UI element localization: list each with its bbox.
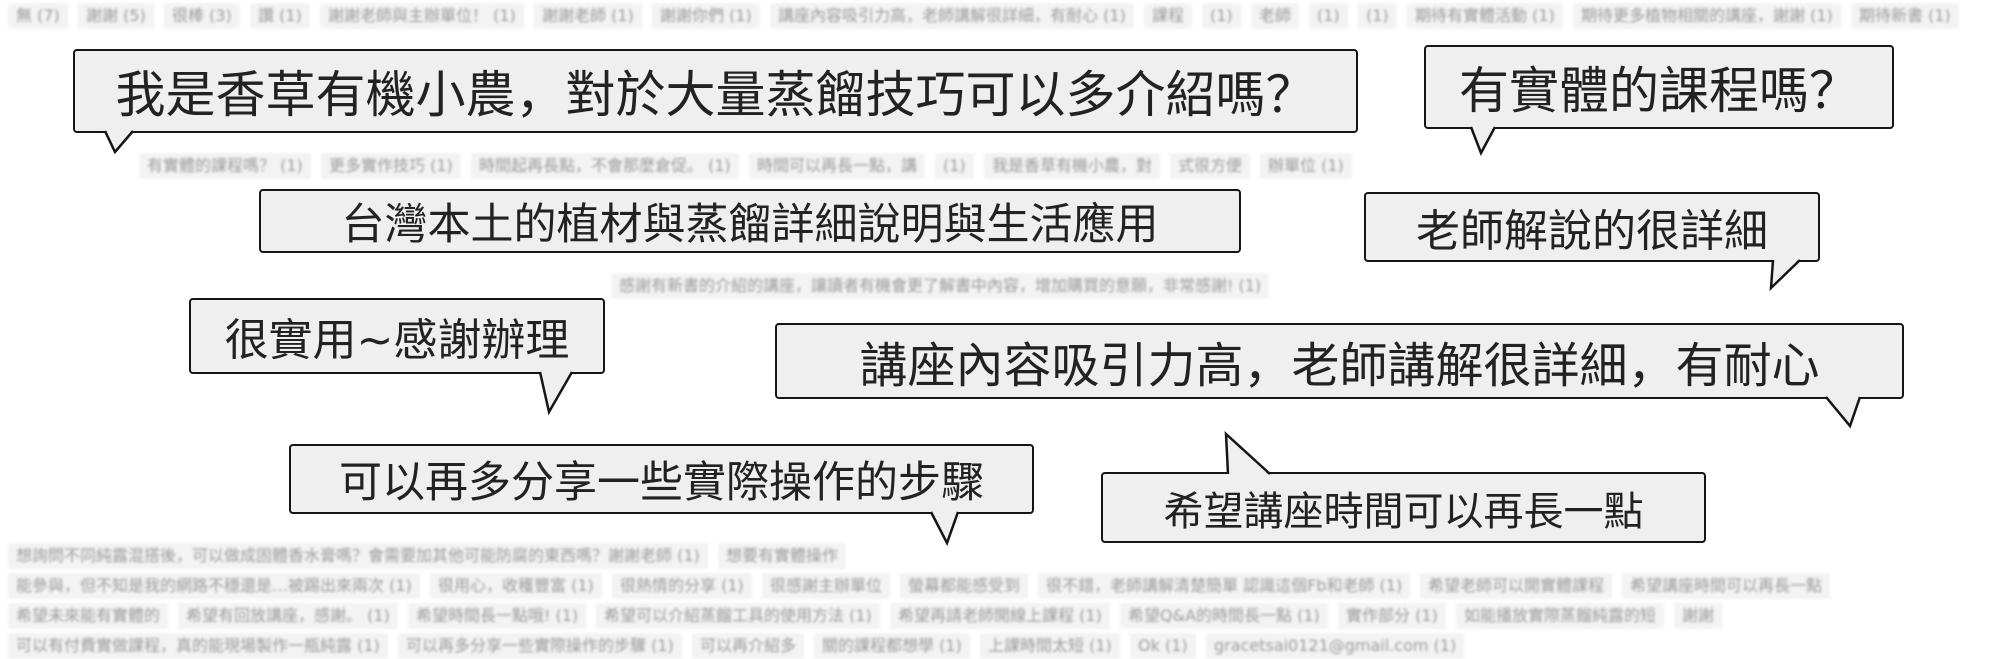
- feedback-tag: 希望未來能有實體的: [8, 603, 169, 629]
- feedback-tag: 謝謝老師與主辦單位！ (1): [320, 3, 524, 29]
- speech-bubble: 希望講座時間可以再長一點: [1101, 472, 1706, 543]
- feedback-tag: 如能播放實際蒸餾純露的短: [1456, 603, 1665, 629]
- feedback-tag: 謝謝老師 (1): [534, 3, 642, 29]
- feedback-tag: 希望講座時間可以再長一點: [1622, 573, 1831, 599]
- feedback-tag: 上課時間太短 (1): [980, 633, 1120, 659]
- feedback-tag: 希望有回放講座，感謝。 (1): [178, 603, 398, 629]
- feedback-tag: 螢幕都能感受到: [900, 573, 1029, 599]
- speech-bubble: 台灣本土的植材與蒸餾詳細說明與生活應用: [259, 189, 1241, 253]
- feedback-tag: gracetsai0121@gmail.com (1): [1206, 633, 1465, 659]
- bubble-text: 可以再多分享一些實際操作的步驟: [339, 458, 984, 508]
- feedback-tag: 想要有實體操作: [718, 543, 847, 569]
- feedback-tag: 老師: [1251, 3, 1300, 29]
- feedback-tag: 課程: [1144, 3, 1193, 29]
- speech-bubble: 講座內容吸引力高，老師講解很詳細，有耐心: [775, 323, 1904, 399]
- feedback-tag: 很棒 (3): [164, 3, 240, 29]
- feedback-tag: 時間起再長點，不會那麼倉促。 (1): [471, 153, 739, 179]
- bubble-text: 講座內容吸引力高，老師講解很詳細，有耐心: [859, 338, 1820, 394]
- feedback-tag: 希望再請老師開線上課程 (1): [890, 603, 1110, 629]
- feedback-tag: 實作部分 (1): [1338, 603, 1446, 629]
- feedback-tag: 我是香草有機小農，對: [984, 153, 1161, 179]
- bubble-text: 老師解說的很詳細: [1416, 206, 1768, 257]
- feedback-tag: 希望時間長一點哦! (1): [408, 603, 587, 629]
- feedback-tag: 很用心，收穫豐富 (1): [430, 573, 602, 599]
- feedback-tag: 期待有實體活動 (1): [1407, 3, 1563, 29]
- feedback-tag: 講座內容吸引力高，老師講解很詳細，有耐心 (1): [770, 3, 1134, 29]
- feedback-tag: 希望可以介紹蒸餾工具的使用方法 (1): [596, 603, 880, 629]
- bubble-text: 希望講座時間可以再長一點: [1163, 488, 1644, 535]
- speech-bubble: 可以再多分享一些實際操作的步驟: [289, 444, 1034, 514]
- bubble-text: 有實體的課程嗎？: [1459, 62, 1859, 120]
- feedback-tag: 謝謝你們 (1): [652, 3, 760, 29]
- feedback-tag: 可以再多分享一些實際操作的步驟 (1): [398, 633, 682, 659]
- feedback-tag: 希望Q&A的時間長一點 (1): [1120, 603, 1328, 629]
- feedback-tag: (1): [1309, 3, 1348, 29]
- feedback-tag: 很感謝主辦單位: [762, 573, 891, 599]
- feedback-tag: 更多實作技巧 (1): [321, 153, 461, 179]
- feedback-tag: 式很方便: [1170, 153, 1251, 179]
- feedback-tag: (1): [935, 153, 974, 179]
- bubble-text: 台灣本土的植材與蒸餾詳細說明與生活應用: [341, 200, 1159, 250]
- feedback-tag: 希望老師可以開實體課程: [1420, 573, 1613, 599]
- speech-bubble: 老師解說的很詳細: [1364, 192, 1820, 262]
- feedback-tag: 期待新書 (1): [1851, 3, 1959, 29]
- feedback-tag: 可以有付費實做課程，真的能現場製作一瓶純露 (1): [8, 633, 388, 659]
- feedback-tag: 期待更多植物相關的講座，謝謝 (1): [1573, 3, 1841, 29]
- feedback-tag: 能參與，但不知是我的網路不穩還是…被踢出來兩次 (1): [8, 573, 420, 599]
- feedback-tag: 很不錯，老師講解清楚簡單 認識這個Fb和老師 (1): [1038, 573, 1411, 599]
- feedback-tag: 關的課程都想學 (1): [814, 633, 970, 659]
- feedback-tag: 謝謝 (5): [78, 3, 154, 29]
- speech-bubble: 很實用~感謝辦理: [189, 298, 605, 374]
- feedback-tag: 感謝有新書的介紹的講座，讓讀者有機會更了解書中內容，增加購買的意願，非常感謝! …: [611, 273, 1270, 299]
- feedback-tag: 謝謝: [1674, 603, 1723, 629]
- feedback-tag: 讚 (1): [250, 3, 310, 29]
- feedback-tag: (1): [1358, 3, 1397, 29]
- speech-bubble: 我是香草有機小農，對於大量蒸餾技巧可以多介紹嗎？: [73, 49, 1358, 133]
- bubble-text: 我是香草有機小農，對於大量蒸餾技巧可以多介紹嗎？: [115, 66, 1316, 124]
- feedback-tag: (1): [1202, 3, 1241, 29]
- speech-bubble: 有實體的課程嗎？: [1424, 45, 1894, 129]
- feedback-tag: 有實體的課程嗎？ (1): [139, 153, 311, 179]
- feedback-tag: 辦單位 (1): [1260, 153, 1352, 179]
- feedback-tag: 想詢問不同純露混搭後，可以做成固體香水膏嗎？會需要加其他可能防腐的東西嗎？謝謝老…: [8, 543, 708, 569]
- feedback-tag: Ok (1): [1130, 633, 1196, 659]
- bubble-text: 很實用~感謝辦理: [224, 315, 570, 366]
- feedback-tag: 時間可以再長一點，講: [749, 153, 926, 179]
- feedback-tag: 可以再介紹多: [692, 633, 805, 659]
- feedback-tag: 無 (7): [8, 3, 68, 29]
- feedback-tag: 很熱情的分享 (1): [612, 573, 752, 599]
